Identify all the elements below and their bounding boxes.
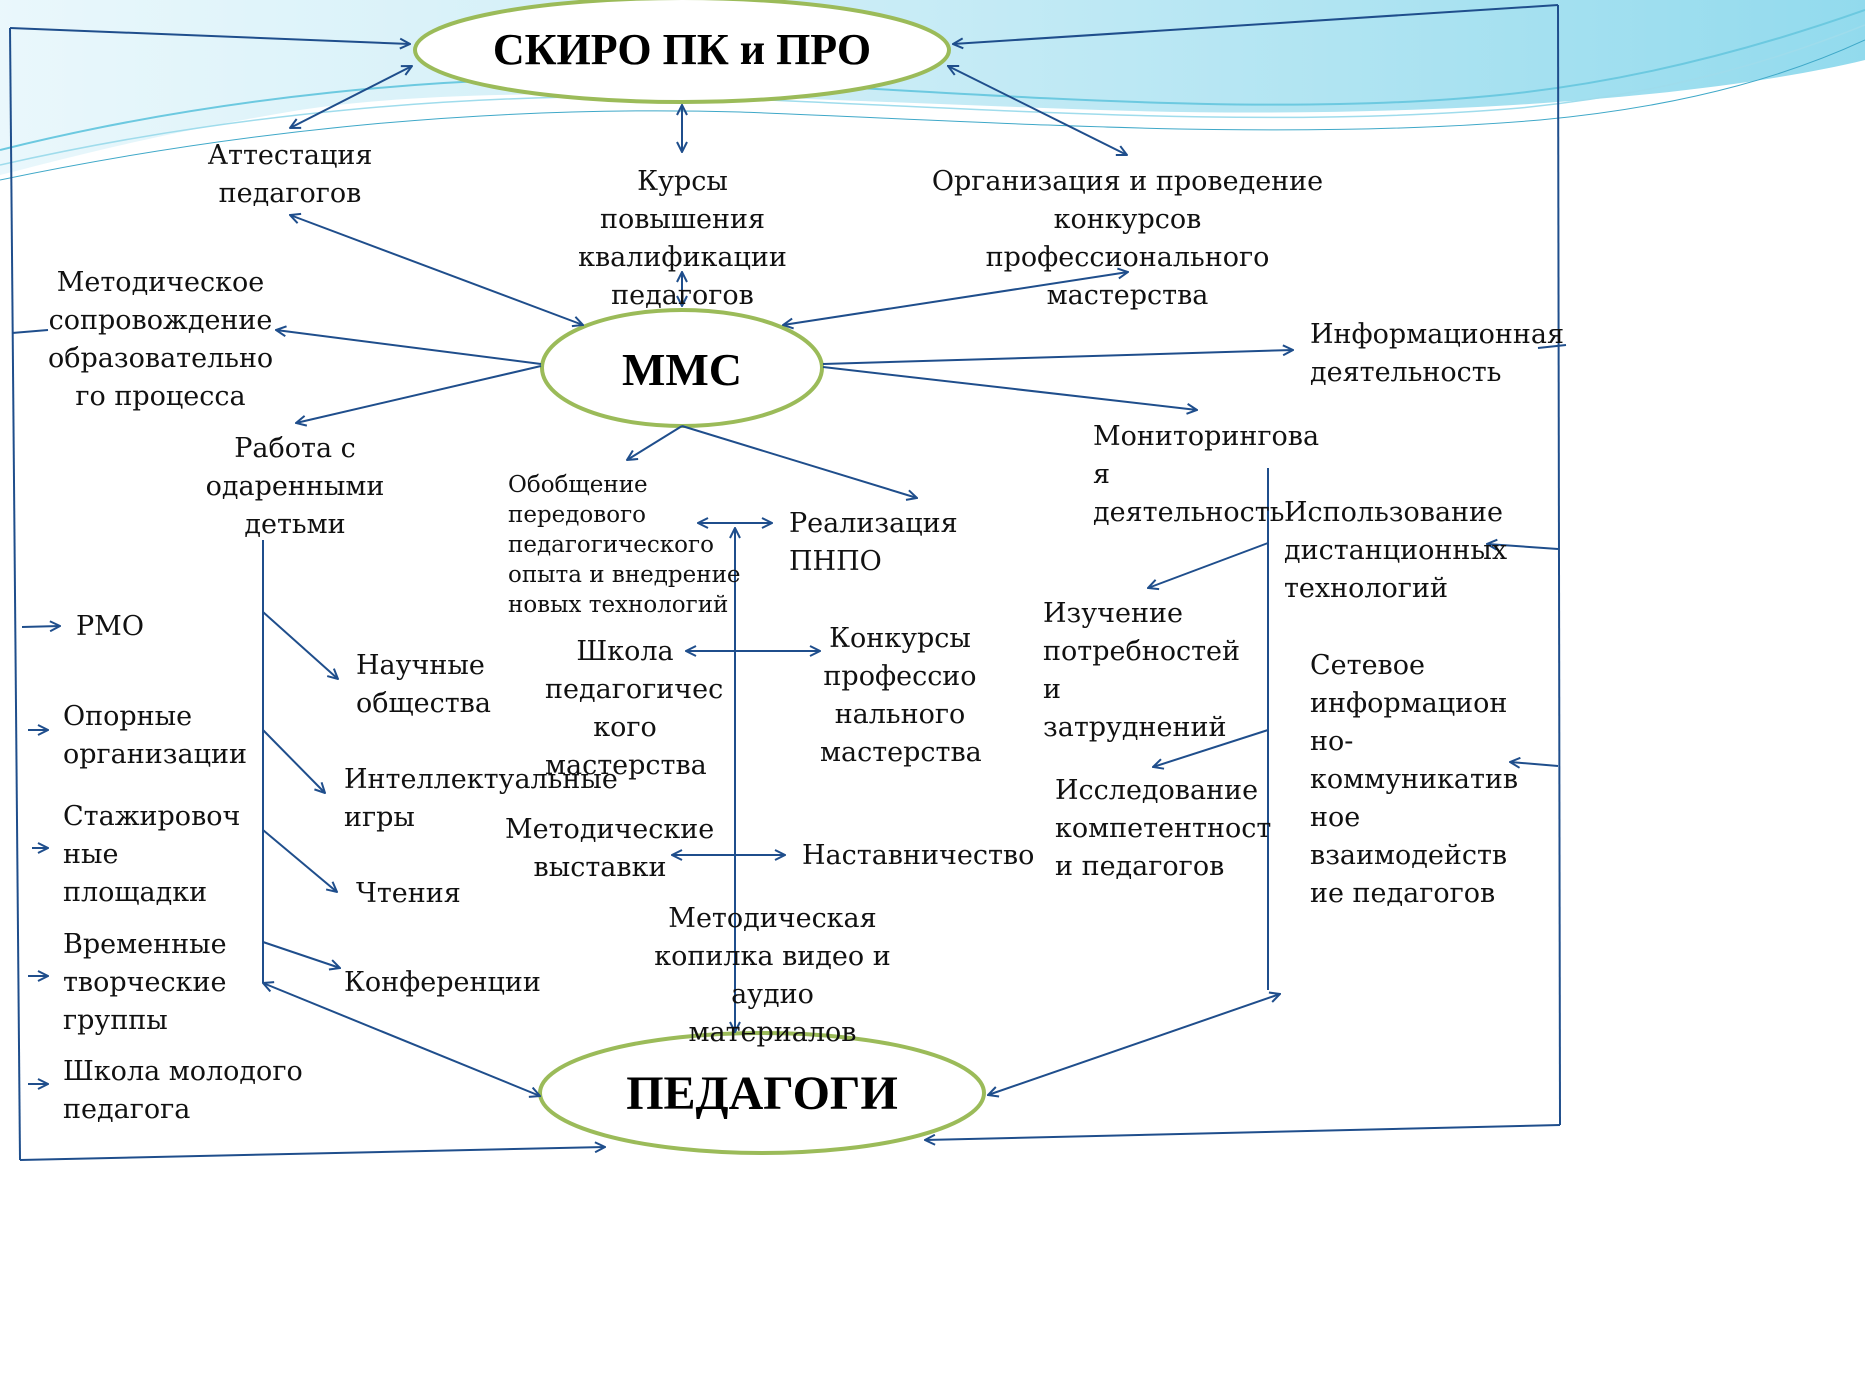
mms-node-label: ММС — [621, 344, 743, 395]
skiro-node — [413, 0, 951, 104]
label-school-mastery: Школа педагогичес кого мастерства — [545, 636, 724, 781]
label-network: Сетевое информацион но- коммуникатив ное… — [1310, 650, 1519, 909]
label-rmo: РМО — [76, 611, 144, 642]
label-support-orgs: Опорные организации — [63, 701, 247, 770]
label-distance: Использование дистанционных технологий — [1284, 497, 1508, 604]
label-mentoring: Наставничество — [802, 840, 1035, 871]
skiro-node-label: СКИРО ПК и ПРО — [492, 25, 872, 74]
label-intellectual: Интеллектуальные игры — [344, 764, 618, 833]
label-info-activity: Информационная деятельность — [1310, 319, 1565, 388]
pedagogi-node-label: ПЕДАГОГИ — [626, 1067, 898, 1120]
label-media: Методическая копилка видео и аудио матер… — [654, 903, 891, 1048]
label-young-teacher: Школа молодого педагога — [63, 1056, 303, 1125]
label-temp-groups: Временные творческие группы — [63, 929, 227, 1036]
label-needs: Изучение потребностей и затруднений — [1043, 598, 1240, 743]
label-method-support: Методическое сопровождение образовательн… — [48, 267, 274, 412]
label-generalization: Обобщение передового педагогического опы… — [508, 472, 741, 618]
label-courses: Курсы повышения квалификации педагогов — [578, 166, 787, 311]
label-internship: Стажировоч ные площадки — [63, 801, 241, 908]
label-monitoring: Мониторингова я деятельность — [1093, 421, 1320, 528]
connector-arrows — [9, 4, 1567, 1161]
label-exhibitions: Методические выставки — [505, 814, 715, 883]
label-gifted: Работа с одаренными детьми — [205, 433, 385, 540]
label-readings: Чтения — [356, 878, 461, 909]
label-scientific: Научные общества — [356, 650, 491, 719]
label-competence: Исследование компетентност и педагогов — [1055, 775, 1272, 882]
label-contests-prof: Конкурсы профессио нального мастерства — [820, 623, 982, 768]
label-conferences: Конференции — [344, 967, 541, 998]
label-contests-org: Организация и проведение конкурсов профе… — [931, 166, 1324, 311]
label-pnpo: Реализация ПНПО — [789, 508, 958, 577]
label-attestation: Аттестация педагогов — [207, 140, 373, 209]
